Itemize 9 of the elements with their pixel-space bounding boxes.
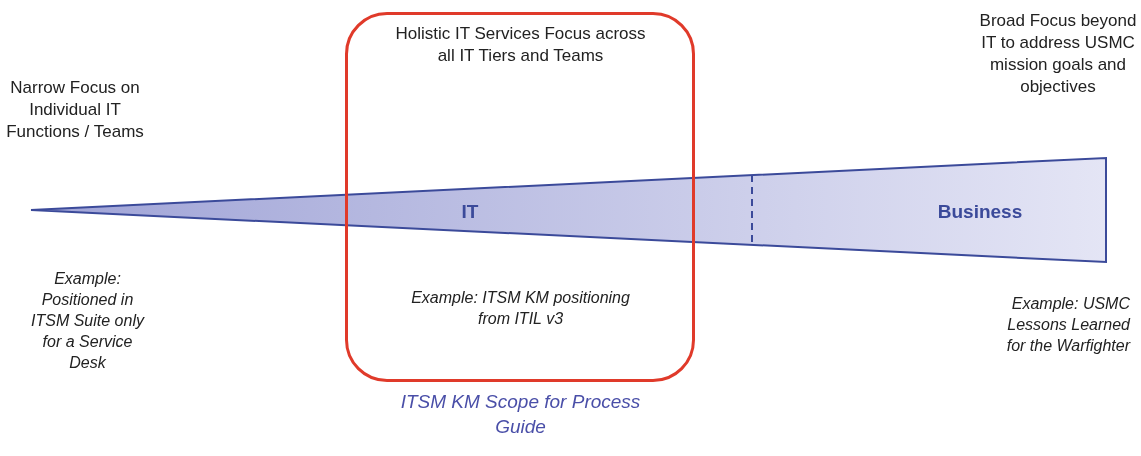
heading-text: Holistic IT Services Focus across all IT Tiers and Teams [394,23,647,67]
example-text: Example: ITSM KM positioning from ITIL v3 [410,288,631,329]
example-label: Example: USMC Lessons Learned for the Warfighter [1005,294,1130,356]
segment-label: IT [460,201,480,223]
focus-label: Broad Focus beyond IT to address USMC mission goals and objectives [978,10,1138,98]
focus-label: Narrow Focus on Individual IT Functions / Teams [5,77,145,143]
segment-label: Business [936,201,1024,223]
example-label: Example: Positioned in ITSM Suite only for a Service Desk [30,269,146,373]
caption-text: ITSM KM Scope for Process Guide [399,390,642,439]
